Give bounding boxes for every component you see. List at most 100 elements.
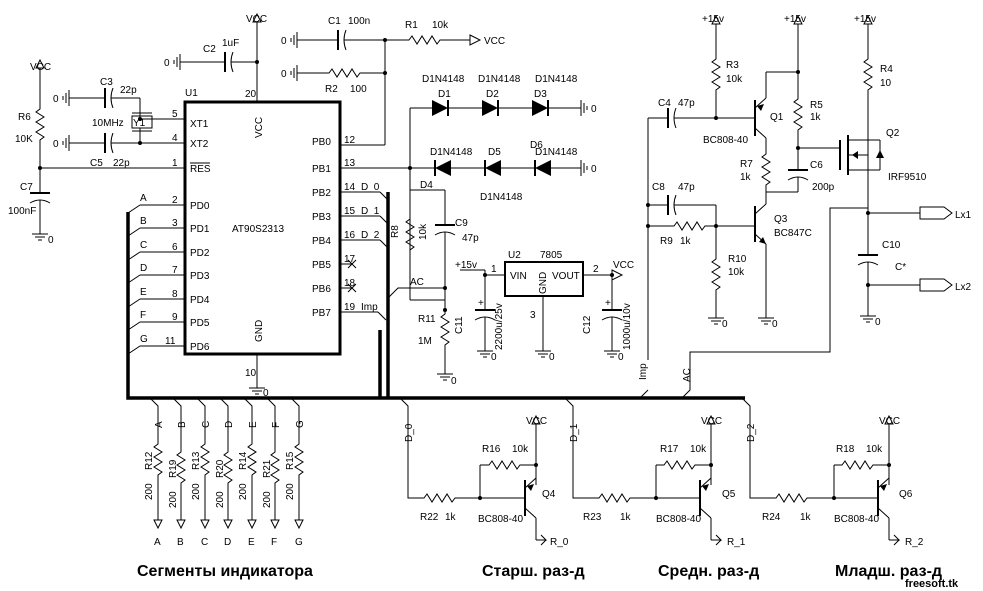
svg-text:AC: AC (410, 277, 424, 288)
svg-text:Q2: Q2 (886, 128, 900, 139)
svg-text:R21: R21 (262, 459, 273, 478)
svg-text:+: + (605, 298, 611, 309)
svg-text:9: 9 (172, 312, 178, 323)
svg-text:D1: D1 (438, 89, 451, 100)
svg-text:0: 0 (491, 352, 497, 363)
svg-text:BC808-40: BC808-40 (834, 514, 879, 525)
pin-pb0: PB0 (312, 137, 331, 148)
svg-text:7: 7 (172, 265, 178, 276)
svg-text:C1: C1 (328, 16, 341, 27)
svg-text:Q4: Q4 (542, 489, 556, 500)
svg-text:10k: 10k (432, 20, 449, 31)
svg-text:10k: 10k (418, 223, 429, 240)
left-pin-labels: PD0 PD1 PD2 PD3 PD4 PD5 PD6 (190, 201, 210, 353)
svg-text:16: 16 (344, 230, 356, 241)
right-pin-labels: PB0 PB1 PB2 PB3 PB4 PB5 PB6 PB7 (312, 137, 331, 319)
svg-text:C7: C7 (20, 182, 33, 193)
svg-text:19: 19 (344, 302, 356, 313)
svg-text:47p: 47p (678, 98, 695, 109)
caption-segments: Сегменты индикатора (137, 563, 313, 580)
pin-pb2: PB2 (312, 188, 331, 199)
caption-digit-mid: Средн. раз-д (658, 563, 759, 580)
mcu-vcc-pin-label: VCC (254, 117, 265, 138)
pin-res: RES (190, 164, 211, 175)
svg-text:1k: 1k (680, 236, 692, 247)
svg-text:D1N4148: D1N4148 (430, 147, 473, 158)
svg-text:R5: R5 (810, 100, 823, 111)
svg-text:BC808-40: BC808-40 (478, 514, 523, 525)
svg-text:R8: R8 (390, 225, 401, 238)
pin-xt2: XT2 (190, 139, 209, 150)
pin-pb1: PB1 (312, 164, 331, 175)
svg-text:R23: R23 (583, 512, 602, 523)
svg-text:2200u/25v: 2200u/25v (494, 303, 505, 350)
svg-text:1uF: 1uF (222, 38, 239, 49)
svg-text:200: 200 (215, 491, 226, 508)
svg-text:10: 10 (245, 368, 257, 379)
svg-text:Q6: Q6 (899, 489, 913, 500)
svg-text:13: 13 (344, 158, 356, 169)
svg-text:A: A (154, 537, 161, 548)
svg-text:R1: R1 (405, 20, 418, 31)
svg-text:D1N4148: D1N4148 (535, 74, 578, 85)
svg-text:R14: R14 (238, 451, 249, 470)
svg-text:0: 0 (53, 139, 59, 150)
svg-text:F: F (140, 310, 146, 321)
svg-text:C2: C2 (203, 44, 216, 55)
u1-vcc-label: VCC (246, 14, 267, 25)
svg-text:0: 0 (164, 58, 170, 69)
svg-text:B: B (177, 537, 184, 548)
svg-text:20: 20 (245, 89, 257, 100)
svg-text:VCC: VCC (879, 416, 900, 427)
svg-text:10k: 10k (690, 444, 707, 455)
svg-text:BC808-40: BC808-40 (656, 514, 701, 525)
svg-text:4: 4 (172, 133, 178, 144)
svg-text:D: D (140, 263, 147, 274)
svg-text:Lx2: Lx2 (955, 282, 972, 293)
svg-text:0: 0 (451, 376, 457, 387)
svg-text:Imp: Imp (361, 302, 378, 313)
svg-text:C11: C11 (454, 316, 465, 334)
svg-text:G: G (295, 420, 306, 428)
pin-pd6: PD6 (190, 342, 210, 353)
svg-text:10k: 10k (728, 267, 745, 278)
caption-digit-high: Старш. раз-д (482, 563, 585, 580)
svg-text:15: 15 (344, 206, 356, 217)
svg-text:6: 6 (172, 242, 178, 253)
svg-text:Lx1: Lx1 (955, 210, 972, 221)
svg-text:B: B (140, 216, 147, 227)
svg-text:R16: R16 (482, 444, 501, 455)
svg-text:D1N4148: D1N4148 (480, 192, 523, 203)
capacitor-c2: C2 1uF (186, 38, 257, 73)
svg-text:D_2: D_2 (746, 423, 757, 442)
crystal-circuit: 0 C3 22p 0 C5 22p Y1 10MHz (53, 77, 153, 169)
svg-text:100: 100 (350, 84, 367, 95)
svg-text:2: 2 (172, 195, 178, 206)
svg-text:200: 200 (262, 491, 273, 508)
svg-text:GND: GND (538, 272, 549, 294)
svg-text:F: F (271, 537, 277, 548)
svg-text:R_1: R_1 (727, 537, 746, 548)
svg-text:10k: 10k (726, 74, 743, 85)
pin-pd0: PD0 (190, 201, 210, 212)
svg-text:Y1: Y1 (133, 118, 146, 129)
svg-text:C9: C9 (455, 218, 468, 229)
svg-text:VOUT: VOUT (552, 271, 580, 282)
svg-text:47p: 47p (678, 182, 695, 193)
svg-text:18: 18 (344, 278, 356, 289)
svg-text:U2: U2 (508, 250, 521, 261)
svg-text:3: 3 (172, 218, 178, 229)
svg-text:200: 200 (285, 483, 296, 500)
svg-text:0: 0 (618, 352, 624, 363)
svg-text:1k: 1k (620, 512, 632, 523)
svg-text:12: 12 (344, 135, 356, 146)
svg-text:+15v: +15v (854, 14, 876, 25)
svg-text:BC847C: BC847C (774, 228, 812, 239)
svg-text:R17: R17 (660, 444, 679, 455)
svg-text:R9: R9 (660, 236, 673, 247)
svg-text:R12: R12 (144, 451, 155, 470)
svg-text:1k: 1k (740, 172, 752, 183)
pin-pb5: PB5 (312, 260, 331, 271)
svg-text:D_2: D_2 (361, 230, 380, 241)
